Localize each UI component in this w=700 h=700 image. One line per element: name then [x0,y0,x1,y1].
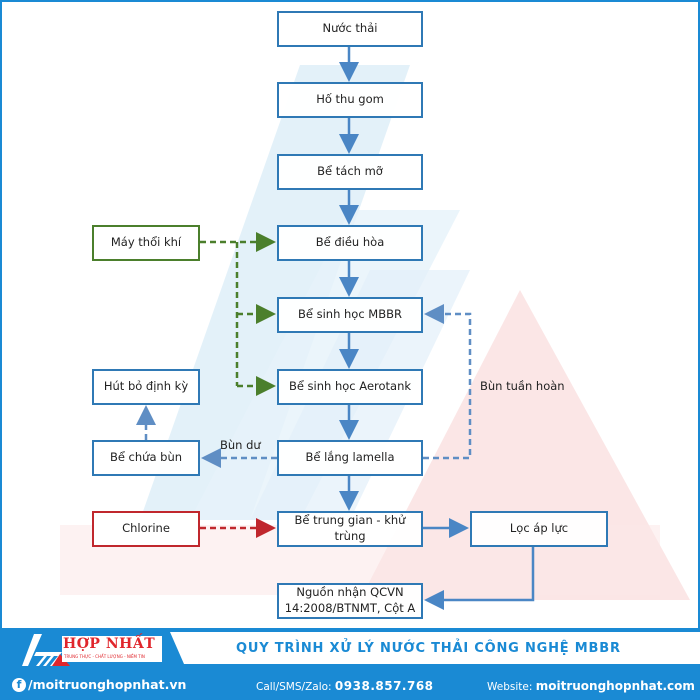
call-label: Call/SMS/Zalo: [256,681,332,693]
node-be-trung-gian: Bể trung gian - khử trùng [277,511,423,547]
node-label-line2: 14:2008/BTNMT, Cột A [284,601,416,615]
node-label: Bể trung gian - khử trùng [294,513,406,543]
node-label: Nước thải [322,21,378,36]
node-be-dieu-hoa: Bể điều hòa [277,225,423,261]
brand-name: HỢP NHẤT [63,636,156,652]
node-be-tach-mo: Bể tách mỡ [277,154,423,190]
node-chlorine: Chlorine [92,511,200,547]
edge-label-bun-du: Bùn dư [220,438,261,452]
facebook-icon: f [12,677,26,692]
facebook-handle: /moitruonghopnhat.vn [28,677,187,692]
edge-label-bun-tuan-hoan: Bùn tuần hoàn [480,379,565,393]
node-hut-bo-dinh-ky: Hút bỏ định kỳ [92,369,200,405]
phone-number: 0938.857.768 [334,679,434,693]
website-url: moitruonghopnhat.com [535,679,695,693]
company-logo-icon [22,634,162,666]
node-may-thoi-khi: Máy thổi khí [92,225,200,261]
node-be-lang-lamella: Bể lắng lamella [277,440,423,476]
node-label: Bể chứa bùn [109,450,183,465]
node-label: Bể sinh học Aerotank [288,379,412,394]
node-label-line1: Nguồn nhận QCVN [296,585,404,600]
node-nguon-nhan: Nguồn nhận QCVN 14:2008/BTNMT, Cột A [277,583,423,619]
node-ho-thu-gom: Hố thu gom [277,82,423,118]
node-label: Hút bỏ định kỳ [103,379,189,394]
website-label: Website: [487,681,533,693]
node-label: Bể lắng lamella [305,450,395,465]
website-link[interactable]: Website: moitruonghopnhat.com [487,679,695,693]
node-be-sinh-hoc-mbbr: Bể sinh học MBBR [277,297,423,333]
node-label: Hố thu gom [316,92,384,107]
node-label: Chlorine [122,521,170,536]
page-title: QUY TRÌNH XỬ LÝ NƯỚC THẢI CÔNG NGHỆ MBBR [236,640,621,656]
node-label: Bể sinh học MBBR [297,307,403,322]
brand-tagline: TRUNG THỰC - CHẤT LƯỢNG - NIỀM TIN [64,654,145,659]
footer-title-band: QUY TRÌNH XỬ LÝ NƯỚC THẢI CÔNG NGHỆ MBBR [170,632,700,664]
node-be-sinh-hoc-aerotank: Bể sinh học Aerotank [277,369,423,405]
node-label: Bể điều hòa [315,235,385,250]
node-label: Máy thổi khí [110,235,182,250]
node-label: Lọc áp lực [509,521,569,536]
facebook-link[interactable]: f /moitruonghopnhat.vn [12,677,186,692]
node-loc-ap-luc: Lọc áp lực [470,511,608,547]
contact-phone[interactable]: Call/SMS/Zalo: 0938.857.768 [256,679,434,693]
node-nuoc-thai: Nước thải [277,11,423,47]
recycle-sludge-line [423,304,472,460]
node-label: Bể tách mỡ [317,164,383,179]
arrow-loc-ap-luc-to-nguon-nhan [424,546,535,610]
node-be-chua-bun: Bể chứa bùn [92,440,200,476]
